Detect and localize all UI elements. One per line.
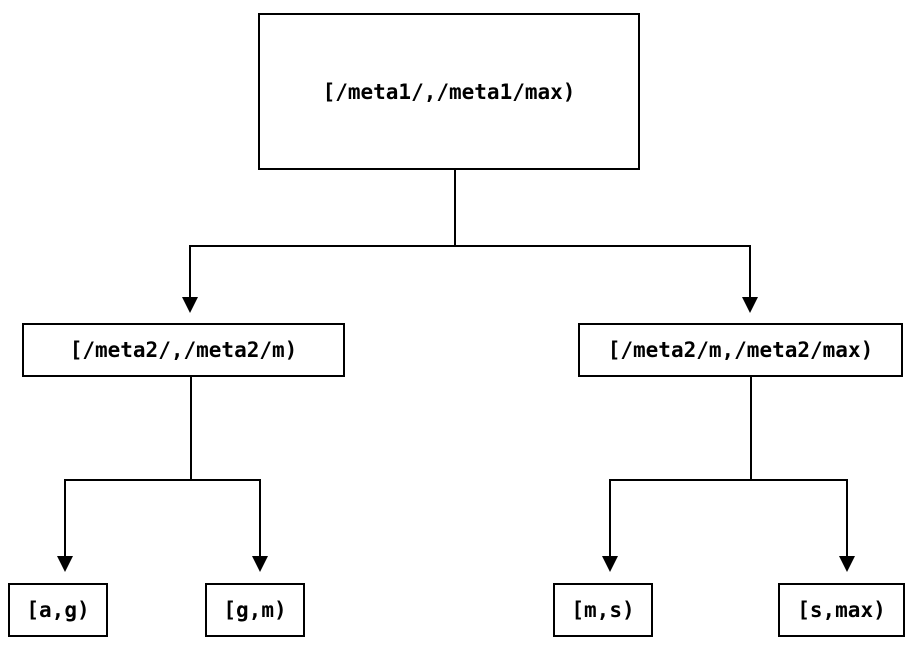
- node-level2-left-range: [/meta2/,/meta2/m): [22, 323, 345, 377]
- edge-level2-right-stem: [750, 377, 752, 481]
- edge-level2-right-branch-bar: [609, 479, 848, 481]
- node-level2-right-range-label: [/meta2/m,/meta2/max): [607, 338, 874, 362]
- arrow-down-icon: [742, 297, 758, 313]
- node-level2-left-range-label: [/meta2/,/meta2/m): [69, 338, 298, 362]
- arrow-down-icon: [839, 556, 855, 572]
- edge-root-stem: [454, 170, 456, 246]
- arrow-down-icon: [57, 556, 73, 572]
- edge-level2-left-stem: [190, 377, 192, 481]
- arrow-down-icon: [252, 556, 268, 572]
- node-root-range: [/meta1/,/meta1/max): [258, 13, 640, 170]
- node-root-range-label: [/meta1/,/meta1/max): [322, 79, 576, 104]
- edge-drop-to-leaf-m-s: [609, 479, 611, 556]
- node-level2-right-range: [/meta2/m,/meta2/max): [578, 323, 903, 377]
- node-leaf-range-m-s-label: [m,s): [571, 598, 635, 622]
- node-leaf-range-m-s: [m,s): [553, 583, 653, 637]
- edge-drop-to-level2-left: [189, 245, 191, 298]
- arrow-down-icon: [602, 556, 618, 572]
- edge-level1-branch-bar: [189, 245, 751, 247]
- node-leaf-range-a-g-label: [a,g): [26, 598, 90, 622]
- node-leaf-range-g-m-label: [g,m): [223, 598, 287, 622]
- node-leaf-range-s-max: [s,max): [778, 583, 905, 637]
- edge-level2-left-branch-bar: [64, 479, 260, 481]
- edge-drop-to-leaf-g-m: [259, 479, 261, 556]
- edge-drop-to-level2-right: [749, 245, 751, 298]
- node-leaf-range-s-max-label: [s,max): [797, 598, 886, 622]
- arrow-down-icon: [182, 297, 198, 313]
- edge-drop-to-leaf-s-max: [846, 479, 848, 556]
- node-leaf-range-g-m: [g,m): [205, 583, 305, 637]
- edge-drop-to-leaf-a-g: [64, 479, 66, 556]
- node-leaf-range-a-g: [a,g): [8, 583, 108, 637]
